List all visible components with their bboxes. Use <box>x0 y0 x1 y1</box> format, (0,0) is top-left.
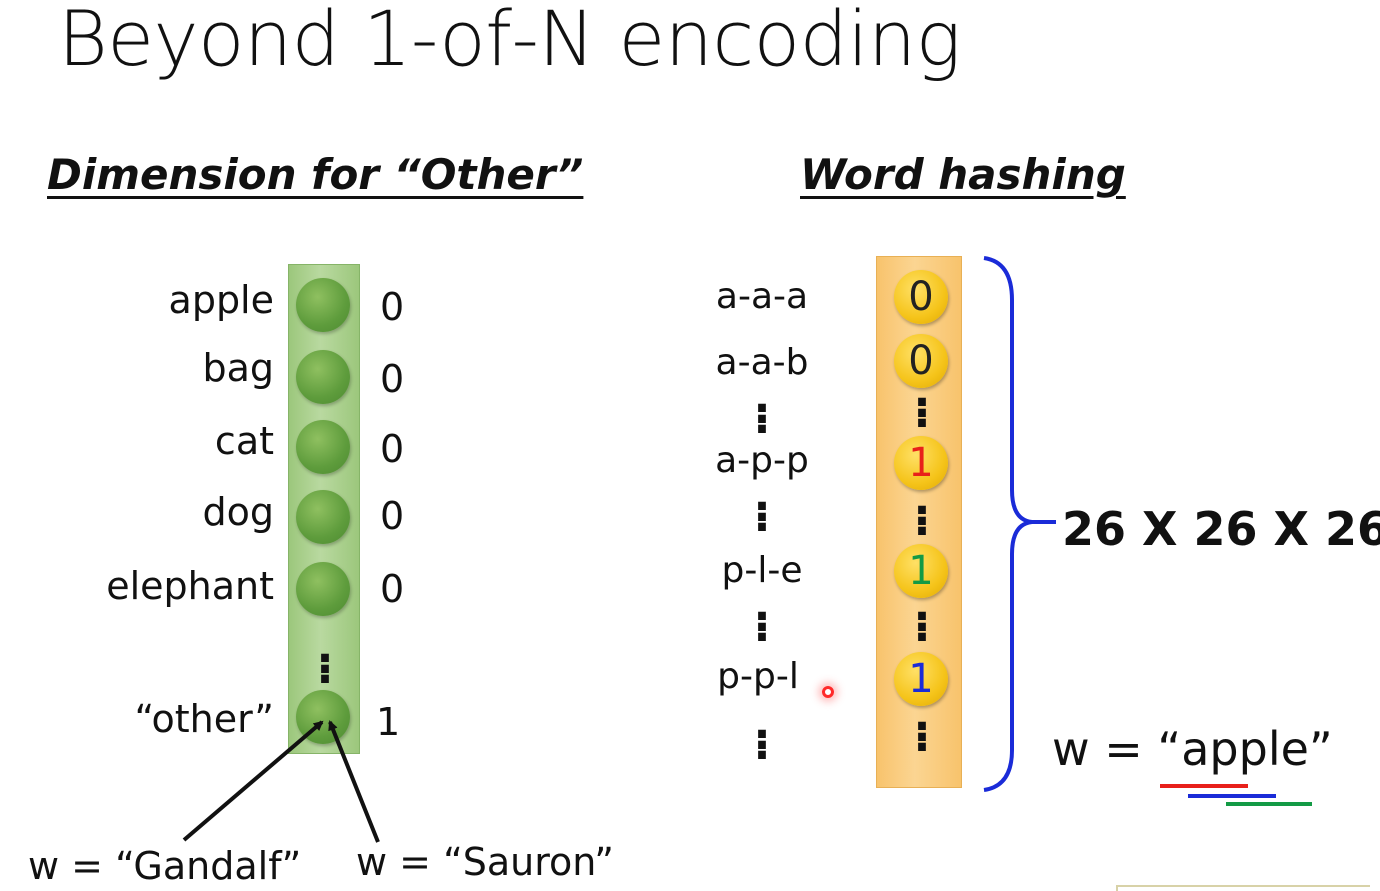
vertical-ellipsis: ··· <box>913 591 931 664</box>
vector-value: 0 <box>380 567 405 611</box>
example-sauron: w = “Sauron” <box>356 840 614 884</box>
vector-value: 0 <box>380 427 405 471</box>
arrow-gandalf <box>182 720 324 842</box>
vector-value-other: 1 <box>376 700 401 744</box>
vocab-word: dog <box>202 490 275 534</box>
vertical-ellipsis: ··· <box>753 591 771 664</box>
word-apple-label: w = “apple” <box>1052 722 1333 776</box>
vocab-word: elephant <box>106 564 274 608</box>
vector-value: 0 <box>380 357 405 401</box>
hash-bit-node: 0 <box>894 334 948 388</box>
dimension-label: 26 X 26 X 26 <box>1062 502 1380 556</box>
trigram-label: p-p-l <box>717 656 799 697</box>
vertical-ellipsis: ··· <box>913 701 931 774</box>
slide-title: Beyond 1-of-N encoding <box>58 0 961 83</box>
hash-bit-node-ple: 1 <box>894 544 948 598</box>
vector-node <box>296 350 350 404</box>
vector-value: 0 <box>380 494 405 538</box>
vector-node <box>296 278 350 332</box>
left-section-heading: Dimension for “Other” <box>47 150 584 199</box>
trigram-label: a-a-b <box>715 342 809 383</box>
vector-node <box>296 490 350 544</box>
trigram-label: p-l-e <box>721 550 803 591</box>
vertical-ellipsis: ··· <box>913 377 931 450</box>
slide-frame-edge <box>1116 885 1370 891</box>
vocab-word: bag <box>202 346 274 390</box>
vertical-ellipsis: ··· <box>913 485 931 558</box>
vector-node <box>296 420 350 474</box>
vocab-word: apple <box>168 278 274 322</box>
trigram-label: a-a-a <box>715 276 809 317</box>
vertical-ellipsis: ··· <box>753 709 771 782</box>
hash-bit-node: 0 <box>894 270 948 324</box>
vector-value: 0 <box>380 285 405 329</box>
vocab-word: cat <box>214 419 274 463</box>
trigram-label: a-p-p <box>715 440 809 481</box>
example-gandalf: w = “Gandalf” <box>28 844 302 888</box>
mouse-cursor-indicator <box>822 686 834 698</box>
curly-brace <box>983 256 1056 792</box>
hash-bit-node-app: 1 <box>894 436 948 490</box>
vertical-ellipsis: ··· <box>753 383 771 456</box>
vector-node <box>296 562 350 616</box>
vertical-ellipsis: ··· <box>753 481 771 554</box>
right-section-heading: Word hashing <box>800 150 1126 199</box>
vocab-word-other: “other” <box>134 697 274 741</box>
hash-bit-node-ppl: 1 <box>894 652 948 706</box>
arrow-sauron <box>328 720 380 843</box>
